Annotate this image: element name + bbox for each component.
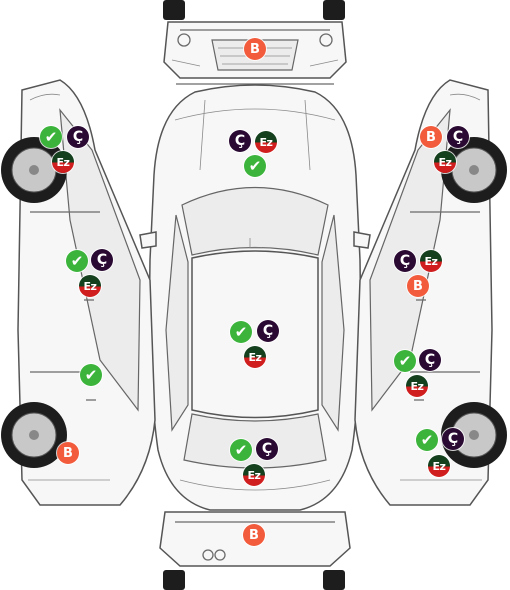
top-view-car-drawing (139, 84, 371, 511)
left-front-door-ezik-badge[interactable]: Ez (79, 275, 101, 297)
badge-label: ✔ (234, 440, 248, 459)
roof-ezik-badge[interactable]: Ez (244, 346, 266, 368)
badge-label: B (250, 41, 260, 57)
rear-bumper-boya-badge[interactable]: B (243, 524, 265, 546)
hood-cizik-badge[interactable]: Ç (229, 130, 251, 152)
badge-label: ✔ (248, 156, 262, 175)
right-front-door-boya-badge[interactable]: B (407, 275, 429, 297)
trunk-ezik-badge[interactable]: Ez (243, 464, 265, 486)
right-rear-door-ok-badge[interactable]: ✔ (394, 350, 416, 372)
left-front-fender-cizik-badge[interactable]: Ç (67, 126, 89, 148)
right-rear-fender-ezik-badge[interactable]: Ez (428, 455, 450, 477)
badge-label: ✔ (234, 322, 248, 341)
roof-ok-badge[interactable]: ✔ (230, 321, 252, 343)
right-rear-door-ezik-badge[interactable]: Ez (406, 375, 428, 397)
badge-label: Ç (399, 253, 411, 269)
badge-label: Ç (262, 323, 274, 339)
badge-label: Ç (72, 129, 84, 145)
badge-label: ✔ (398, 351, 412, 370)
badge-label: Ez (424, 254, 438, 268)
left-rear-door-ok-badge[interactable]: ✔ (80, 364, 102, 386)
badge-label: Ez (438, 155, 452, 169)
right-rear-door-cizik-badge[interactable]: Ç (419, 349, 441, 371)
right-front-fender-boya-badge[interactable]: B (420, 126, 442, 148)
left-front-fender-ezik-badge[interactable]: Ez (52, 151, 74, 173)
badge-label: Ç (452, 129, 464, 145)
hood-ok-badge[interactable]: ✔ (244, 155, 266, 177)
right-rear-fender-cizik-badge[interactable]: Ç (442, 428, 464, 450)
trunk-cizik-badge[interactable]: Ç (256, 438, 278, 460)
badge-label: Ez (247, 468, 261, 482)
front-bumper-boya-badge[interactable]: B (244, 38, 266, 60)
badge-label: Ez (410, 379, 424, 393)
badge-label: Ç (261, 441, 273, 457)
left-front-fender-ok-badge[interactable]: ✔ (40, 126, 62, 148)
right-front-door-cizik-badge[interactable]: Ç (394, 250, 416, 272)
badge-label: ✔ (70, 251, 84, 270)
badge-label: ✔ (84, 365, 98, 384)
badge-label: Ez (432, 459, 446, 473)
left-rear-fender-boya-badge[interactable]: B (57, 442, 79, 464)
badge-label: ✔ (420, 430, 434, 449)
left-front-door-ok-badge[interactable]: ✔ (66, 250, 88, 272)
badge-label: B (413, 278, 423, 294)
badge-label: Ç (447, 431, 459, 447)
badge-label: Ez (259, 135, 273, 149)
right-front-fender-cizik-badge[interactable]: Ç (447, 126, 469, 148)
badge-label: B (426, 129, 436, 145)
left-front-door-cizik-badge[interactable]: Ç (91, 249, 113, 271)
right-front-door-ezik-badge[interactable]: Ez (420, 250, 442, 272)
roof-cizik-badge[interactable]: Ç (257, 320, 279, 342)
right-rear-fender-ok-badge[interactable]: ✔ (416, 429, 438, 451)
hood-ezik-badge[interactable]: Ez (255, 131, 277, 153)
badge-label: B (249, 527, 259, 543)
badge-label: Ç (234, 133, 246, 149)
badge-label: B (63, 445, 73, 461)
badge-label: Ez (248, 350, 262, 364)
badge-label: Ç (424, 352, 436, 368)
right-front-fender-ezik-badge[interactable]: Ez (434, 151, 456, 173)
badge-label: Ez (83, 279, 97, 293)
badge-label: Ez (56, 155, 70, 169)
badge-label: Ç (96, 252, 108, 268)
badge-label: ✔ (44, 127, 58, 146)
trunk-ok-badge[interactable]: ✔ (230, 439, 252, 461)
